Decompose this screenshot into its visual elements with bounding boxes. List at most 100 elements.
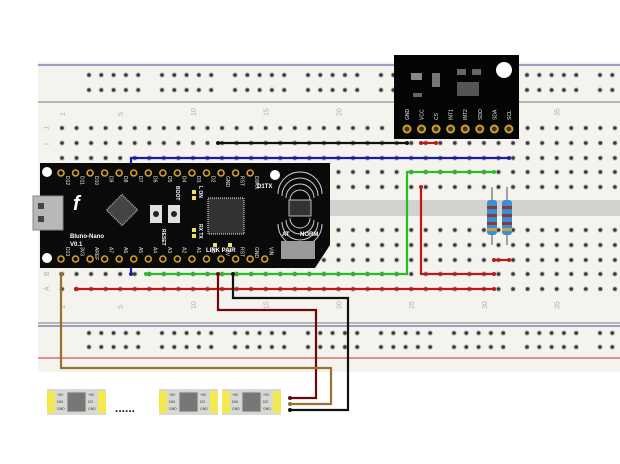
breadboard-hole xyxy=(553,155,560,161)
pin-rst xyxy=(231,255,240,263)
breadboard-hole xyxy=(190,140,196,146)
wifi-wave-icon xyxy=(285,219,315,235)
breadboard-hole xyxy=(281,344,288,350)
breadboard-hole xyxy=(183,344,190,350)
breadboard-hole xyxy=(379,169,385,175)
resistor-band xyxy=(487,222,497,225)
breadboard-hole xyxy=(161,125,167,131)
breadboard-hole xyxy=(481,242,487,248)
breadboard-hole xyxy=(379,227,385,233)
pin-d9 xyxy=(100,169,109,177)
usb-pin xyxy=(38,216,44,222)
pad-label: +5V xyxy=(57,393,64,397)
breadboard-hole xyxy=(342,330,348,336)
pin-d11 xyxy=(71,169,80,177)
atmega-chip xyxy=(105,193,139,227)
breadboard-hole xyxy=(553,125,560,131)
pad-label: GND xyxy=(263,407,271,411)
pin-label: AREF xyxy=(93,247,99,260)
switch-label-at: AT xyxy=(282,232,290,238)
breadboard-hole xyxy=(350,242,356,248)
solder-pad-left xyxy=(222,391,230,413)
breadboard-hole xyxy=(408,242,415,248)
sensor-pin-label: SDA xyxy=(492,109,498,120)
ble-chip xyxy=(207,197,245,235)
breadboard-hole xyxy=(536,344,543,350)
sensor-pin-label: SCL xyxy=(507,110,513,120)
breadboard-hole xyxy=(402,344,409,350)
breadboard-hole xyxy=(524,87,530,93)
breadboard-hole xyxy=(135,72,141,78)
resistor-band xyxy=(487,214,497,217)
ws2812-led xyxy=(66,391,87,413)
breadboard-hole xyxy=(452,184,458,190)
breadboard-hole xyxy=(159,72,165,78)
reset-button-cap xyxy=(153,211,159,217)
wire-red-vcc-jumper-end xyxy=(434,141,438,145)
wire-brown-data-end xyxy=(59,272,63,276)
pin-label: VIN xyxy=(268,247,274,256)
breadboard-hole xyxy=(364,242,371,248)
column-number-bottom: 15 xyxy=(264,301,271,309)
breadboard-hole xyxy=(402,330,409,336)
breadboard-hole xyxy=(539,257,545,263)
breadboard-hole xyxy=(466,227,473,233)
pin-d2 xyxy=(202,169,211,177)
sensor-pin-label: INT2 xyxy=(463,109,469,120)
breadboard-hole xyxy=(244,344,251,350)
sensor-pin-label: INT1 xyxy=(449,109,455,120)
pin-d0rx xyxy=(246,169,254,177)
breadboard-hole xyxy=(219,125,225,131)
pin-label: RST xyxy=(239,176,245,186)
pad-label: +5V xyxy=(169,393,176,397)
breadboard-hole xyxy=(390,344,397,350)
smd-component xyxy=(411,73,422,80)
breadboard-hole xyxy=(86,87,92,93)
pin-label: GND xyxy=(224,176,230,188)
breadboard-hole xyxy=(568,271,575,277)
breadboard-hole xyxy=(427,344,434,350)
breadboard-hole xyxy=(597,87,603,93)
breadboard-hole xyxy=(292,125,298,131)
breadboard-hole xyxy=(364,184,371,190)
sensor-mount-hole xyxy=(496,62,512,78)
resistors xyxy=(487,187,512,245)
breadboard-hole xyxy=(597,184,604,190)
wire-red-power-end xyxy=(74,287,78,291)
breadboard-hole xyxy=(553,184,560,190)
pad-label: GND xyxy=(88,407,96,411)
breadboard-hole xyxy=(597,286,604,292)
breadboard-hole xyxy=(393,257,400,263)
breadboard-hole xyxy=(597,72,603,78)
breadboard-hole xyxy=(524,227,531,233)
breadboard-hole xyxy=(131,271,138,277)
breadboard-hole xyxy=(146,140,153,146)
pin-5v xyxy=(217,255,225,263)
wire-brown-data xyxy=(59,274,333,406)
breadboard-hole xyxy=(536,330,543,336)
breadboard-hole xyxy=(568,125,575,131)
pin-label: D2 xyxy=(210,176,216,183)
solder-pad-left xyxy=(159,391,167,413)
breadboard-hole xyxy=(495,169,502,175)
wire-black-gnd-top-end xyxy=(405,141,409,145)
row-letter-b: B xyxy=(44,271,51,276)
breadboard-hole xyxy=(208,330,214,336)
breadboard-hole xyxy=(269,87,275,93)
column-number-bottom: 35 xyxy=(555,301,562,309)
breadboard-hole xyxy=(117,155,123,161)
breadboard-hole xyxy=(583,286,589,292)
breadboard-hole xyxy=(171,72,178,78)
pin-d4 xyxy=(173,169,182,177)
breadboard-hole xyxy=(466,257,473,263)
breadboard-hole xyxy=(335,169,342,175)
pin-label: D0RX xyxy=(253,176,259,190)
breadboard-hole xyxy=(232,344,238,350)
pad-label: DO xyxy=(263,400,269,404)
breadboard-hole xyxy=(597,227,604,233)
breadboard-hole xyxy=(495,286,502,292)
breadboard-hole xyxy=(196,330,202,336)
breadboard-hole xyxy=(495,184,502,190)
pin-label: D8 xyxy=(122,176,128,183)
pin-a3 xyxy=(159,255,167,263)
